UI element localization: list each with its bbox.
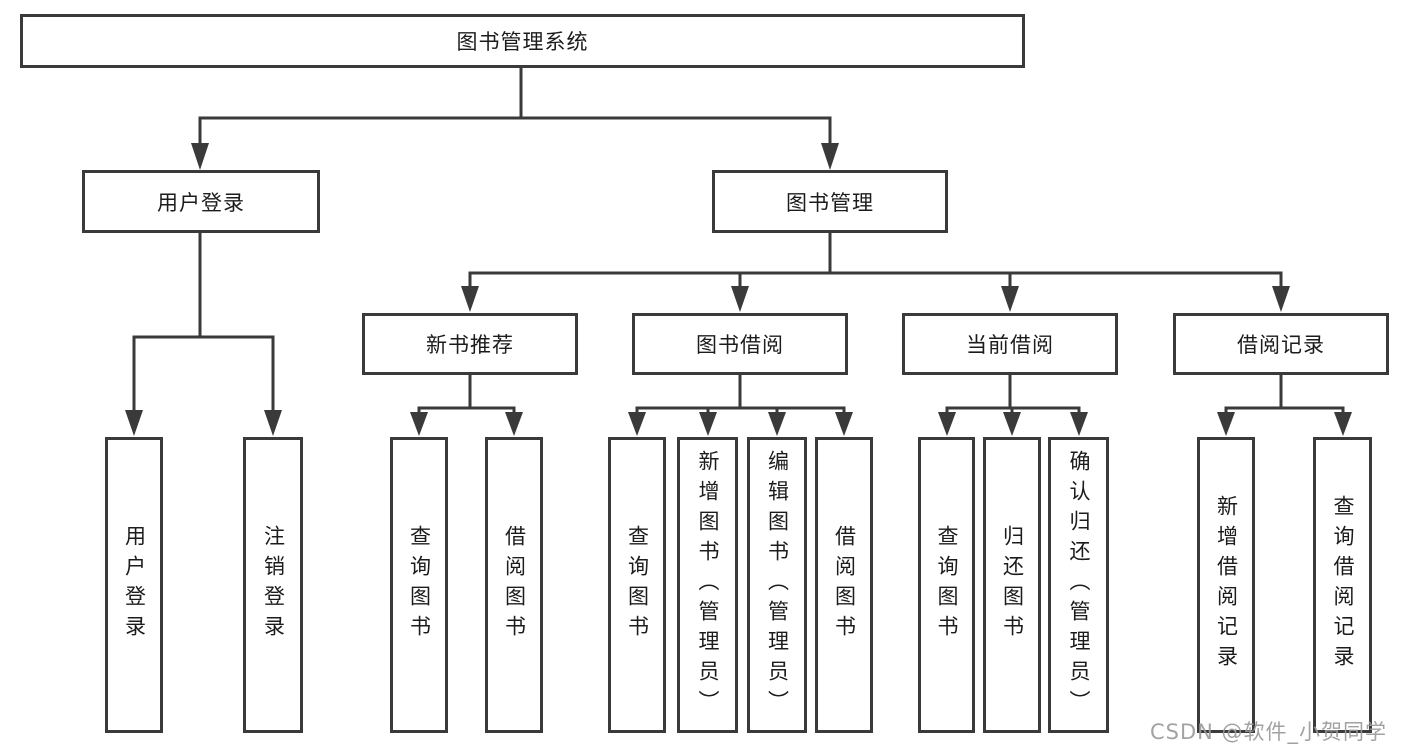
node-label: 编辑图书（管理员）: [765, 450, 790, 720]
connector-borrow-records-branch: [1224, 375, 1345, 414]
node-logout: 注销登录: [243, 437, 303, 733]
node-borrow-books-1: 借阅图书: [485, 437, 543, 733]
node-add-book-admin: 新增图书（管理员）: [677, 437, 738, 733]
connector-user-login-branch: [132, 233, 275, 413]
node-edit-book-admin: 编辑图书（管理员）: [747, 437, 807, 733]
node-label: 查询借阅记录: [1331, 495, 1355, 675]
connector-new-book-branch: [417, 375, 516, 414]
node-label: 确认归还（管理员）: [1067, 450, 1091, 720]
watermark-text: CSDN @软件_小贺同学: [1150, 720, 1388, 744]
node-label: 查询图书: [935, 525, 959, 645]
node-label: 新增借阅记录: [1214, 495, 1239, 675]
node-label: 图书借阅: [696, 333, 784, 357]
node-label: 借阅图书: [832, 525, 857, 645]
node-label: 用户登录: [122, 525, 147, 645]
connector-root-to-level1: [198, 68, 832, 146]
node-label: 借阅图书: [502, 525, 527, 645]
node-label: 新书推荐: [426, 333, 514, 357]
node-new-book-recommendation: 新书推荐: [362, 313, 578, 375]
node-label: 图书管理: [786, 190, 874, 215]
node-user-login-leaf: 用户登录: [105, 437, 163, 733]
node-query-books-1: 查询图书: [390, 437, 448, 733]
node-label: 注销登录: [261, 525, 286, 645]
node-library-management-system: 图书管理系统: [20, 14, 1025, 68]
node-label: 当前借阅: [966, 333, 1054, 357]
node-add-borrow-record: 新增借阅记录: [1197, 437, 1255, 733]
node-label: 图书管理系统: [456, 30, 589, 54]
node-query-borrow-record: 查询借阅记录: [1313, 437, 1372, 733]
connector-book-borrowing-branch: [635, 375, 846, 414]
node-label: 归还图书: [1000, 525, 1025, 645]
connector-book-management-branch: [468, 233, 1283, 289]
node-confirm-return-admin: 确认归还（管理员）: [1048, 437, 1109, 733]
node-current-borrowing: 当前借阅: [902, 313, 1118, 375]
node-user-login: 用户登录: [82, 170, 320, 233]
node-label: 用户登录: [157, 190, 245, 215]
node-borrowing-records: 借阅记录: [1173, 313, 1389, 375]
connector-current-borrowing-branch: [945, 375, 1081, 414]
node-label: 查询图书: [625, 525, 650, 645]
node-query-books-2: 查询图书: [608, 437, 666, 733]
node-label: 新增图书（管理员）: [696, 450, 720, 720]
node-label: 查询图书: [407, 525, 432, 645]
node-label: 借阅记录: [1237, 333, 1325, 357]
node-return-book: 归还图书: [983, 437, 1041, 733]
arrowheads: [125, 143, 1352, 436]
node-book-management: 图书管理: [712, 170, 948, 233]
node-book-borrowing: 图书借阅: [632, 313, 848, 375]
node-borrow-books-2: 借阅图书: [815, 437, 873, 733]
node-query-books-3: 查询图书: [918, 437, 975, 733]
